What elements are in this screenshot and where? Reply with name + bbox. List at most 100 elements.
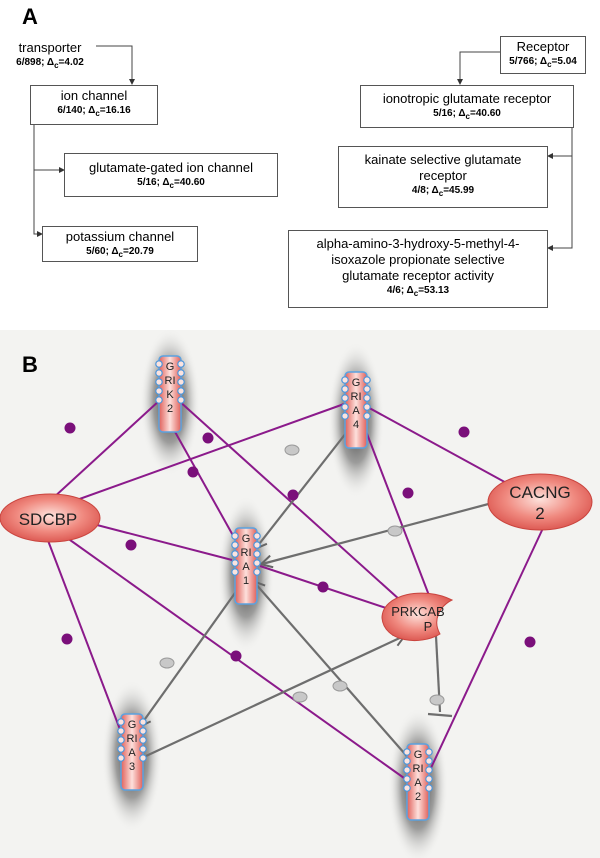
node-grik2-letter: 2: [167, 403, 173, 415]
connector-transporter-ion: [96, 45, 135, 85]
connector-ion-potassium: [33, 170, 43, 237]
go-term-title: Receptor: [516, 39, 570, 54]
go-term-ampa: alpha-amino-3-hydroxy-5-methyl-4- isoxaz…: [288, 230, 548, 308]
node-prkcabp: PRKCAB P: [381, 592, 454, 641]
node-gria3-letter: 3: [129, 761, 135, 773]
edge-sdcbp-gria2: [55, 529, 405, 779]
bead: [402, 487, 414, 499]
bead: [187, 466, 199, 478]
node-gria4-letter: 4: [353, 419, 359, 431]
go-term-title-line2: receptor: [419, 168, 467, 183]
node-cacng2: CACNG 2: [487, 473, 593, 531]
node-gria1-letter: A: [242, 561, 250, 573]
bead: [332, 680, 348, 692]
go-term-title: glutamate-gated ion channel: [88, 160, 254, 175]
connector-ion-glutamate: [33, 118, 65, 173]
edge-cacng2-gria1: [262, 500, 497, 564]
purple-beads: [61, 422, 536, 662]
node-gria4-letter: A: [352, 405, 360, 417]
bead: [125, 539, 137, 551]
node-cacng2-label-2: 2: [535, 504, 544, 523]
bead: [387, 525, 403, 537]
bead: [61, 633, 73, 645]
edge-sdcbp-gria3: [43, 529, 125, 741]
go-term-kainate: kainate selective glutamate receptor 4/8…: [338, 146, 548, 208]
node-grik2-letter: G: [166, 361, 175, 373]
go-term-stat: 5/60; Δc=20.79: [86, 246, 154, 259]
gray-edges: [140, 427, 497, 763]
node-prkcabp-label-1: PRKCAB: [391, 604, 444, 619]
network-svg: SDCBP CACNG 2 PRKCAB P GRIK2GRIA4GRIA1GR…: [0, 330, 593, 858]
go-term-title-line1: kainate selective glutamate: [364, 152, 522, 167]
go-term-stat: 5/16; Δc=40.60: [433, 108, 501, 121]
edge-gria1-gria3: [140, 585, 241, 726]
go-term-ionotropic: ionotropic glutamate receptor 5/16; Δc=4…: [360, 85, 574, 128]
halos: [102, 330, 448, 858]
go-term-stat: 5/16; Δc=40.60: [137, 177, 205, 190]
go-term-ion-channel: ion channel 6/140; Δc=16.16: [30, 85, 158, 125]
node-gria3-letter: A: [128, 747, 136, 759]
panel-a-label: A: [22, 4, 38, 29]
node-grik2-letter: K: [166, 389, 174, 401]
bead: [429, 694, 445, 706]
go-term-stat: 4/6; Δc=53.13: [386, 285, 450, 298]
edge-gria2-gria1: [254, 582, 413, 763]
node-gria1-letter: RI: [241, 547, 252, 559]
go-term-glutamate-gated: glutamate-gated ion channel 5/16; Δc=40.…: [64, 153, 278, 197]
go-term-title: ionotropic glutamate receptor: [382, 91, 552, 106]
edge-prkcabp-gria2-inhibit: [427, 712, 453, 718]
bead: [159, 657, 175, 669]
go-term-title: ion channel: [60, 88, 128, 103]
bead: [292, 691, 308, 703]
go-term-potassium: potassium channel 5/60; Δc=20.79: [42, 226, 198, 262]
node-gria4-letter: RI: [351, 391, 362, 403]
node-sdcbp-label: SDCBP: [19, 510, 78, 529]
edge-gria4-sdcbp: [59, 403, 345, 507]
bead: [202, 432, 214, 444]
edge-gria4-prkcabp: [363, 425, 431, 599]
connector-ionotropic-ampa: [547, 156, 573, 251]
edge-grik2-sdcbp: [39, 399, 161, 511]
connector-receptor-ionotropic: [457, 51, 500, 85]
edge-grik2-prkcabp: [177, 399, 401, 601]
panel-b-label: B: [22, 352, 38, 377]
node-gria3-letter: RI: [127, 733, 138, 745]
node-gria3-letter: G: [128, 719, 137, 731]
go-term-title-line1: alpha-amino-3-hydroxy-5-methyl-4-: [316, 236, 520, 251]
bead: [230, 650, 242, 662]
node-gria3: G RI A 3: [117, 713, 147, 791]
node-prkcabp-label-2: P: [424, 619, 433, 634]
bead: [287, 489, 299, 501]
edge-gria3-prkcabp: [145, 636, 404, 757]
connector-ionotropic-kainate: [547, 128, 573, 159]
purple-edges: [39, 399, 545, 779]
go-term-title-line3: glutamate receptor activity: [342, 268, 494, 283]
edge-gria4-cacng2: [361, 403, 513, 487]
bead: [458, 426, 470, 438]
edge-gria4-gria1: [256, 427, 351, 548]
go-term-stat: 6/140; Δc=16.16: [57, 105, 131, 118]
go-term-title: transporter: [18, 40, 82, 55]
node-cacng2-label-1: CACNG: [509, 483, 570, 502]
node-grik2-letter: RI: [165, 375, 176, 387]
go-term-title: potassium channel: [65, 229, 175, 244]
node-gria2-letter: A: [414, 777, 422, 789]
go-term-stat: 6/898; Δc=4.02: [16, 57, 84, 70]
node-gria1-letter: 1: [243, 575, 249, 587]
node-grik2: G RI K 2: [155, 355, 185, 433]
bead: [64, 422, 76, 434]
node-sdcbp: SDCBP: [0, 493, 101, 543]
bead: [524, 636, 536, 648]
node-gria4-letter: G: [352, 377, 361, 389]
node-gria2-letter: G: [414, 749, 423, 761]
gray-beads: [159, 444, 445, 706]
go-term-stat: 5/766; Δc=5.04: [509, 56, 577, 69]
bead: [284, 444, 300, 456]
go-term-receptor: Receptor 5/766; Δc=5.04: [500, 36, 586, 74]
go-term-title-line2: isoxazole propionate selective: [331, 252, 505, 267]
go-term-stat: 4/8; Δc=45.99: [411, 185, 475, 198]
